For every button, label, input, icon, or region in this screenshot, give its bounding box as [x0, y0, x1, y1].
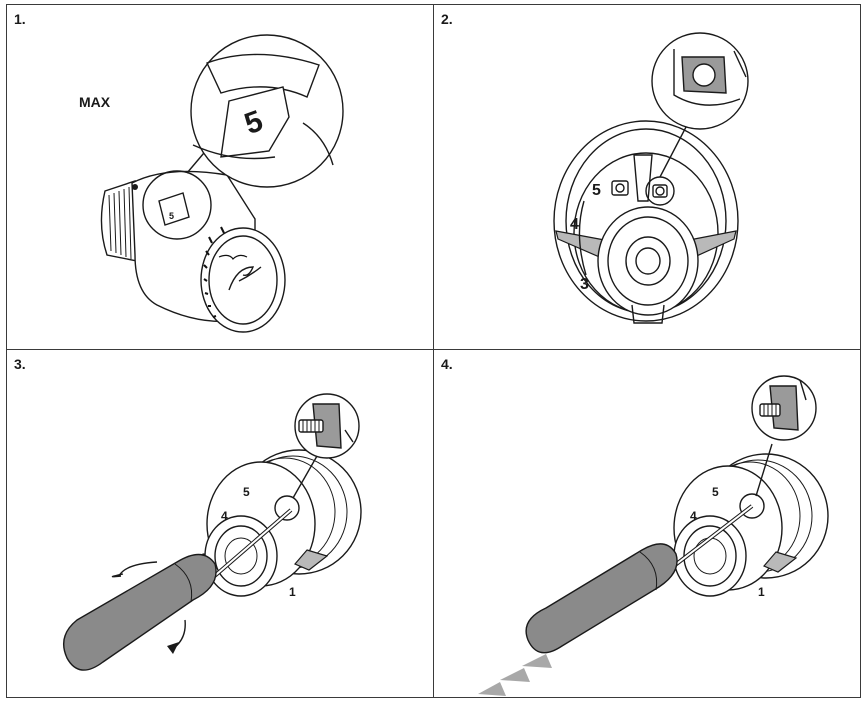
dial-digit-5: 5 [243, 485, 250, 499]
thermostat-head-icon: 5 4 1 [63, 393, 362, 671]
screwdriver-icon [63, 508, 293, 671]
step-panel-1: 1. MAX [6, 4, 434, 350]
dial-digit-1: 1 [289, 585, 296, 599]
push-arrow-icon [478, 654, 552, 696]
rotation-arrow-icon [111, 561, 186, 654]
screwdriver-icon [525, 504, 754, 654]
step-number: 2. [441, 11, 453, 27]
step-panel-2: 2. 5 4 3 [433, 4, 861, 350]
thermostat-head-icon: 5 5 [100, 34, 344, 333]
thermostat-head-icon: 5 4 1 [478, 375, 829, 696]
dial-digit: 5 [169, 211, 174, 221]
step-number: 3. [14, 356, 26, 372]
step-number: 1. [14, 11, 26, 27]
step-panel-4: 4. 5 4 1 [433, 349, 861, 698]
dial-digit-4: 4 [690, 509, 697, 523]
dial-digit-1: 1 [758, 585, 765, 599]
thermostat-head-icon: 5 4 3 [553, 32, 749, 324]
dial-digit-5: 5 [592, 182, 601, 199]
dial-digit-3: 3 [580, 276, 589, 293]
step-panel-3: 3. 5 4 1 [6, 349, 434, 698]
dial-digit-4: 4 [570, 216, 579, 233]
dial-digit-5: 5 [712, 485, 719, 499]
step-number: 4. [441, 356, 453, 372]
max-label: MAX [79, 94, 111, 110]
dial-digit-4: 4 [221, 509, 228, 523]
